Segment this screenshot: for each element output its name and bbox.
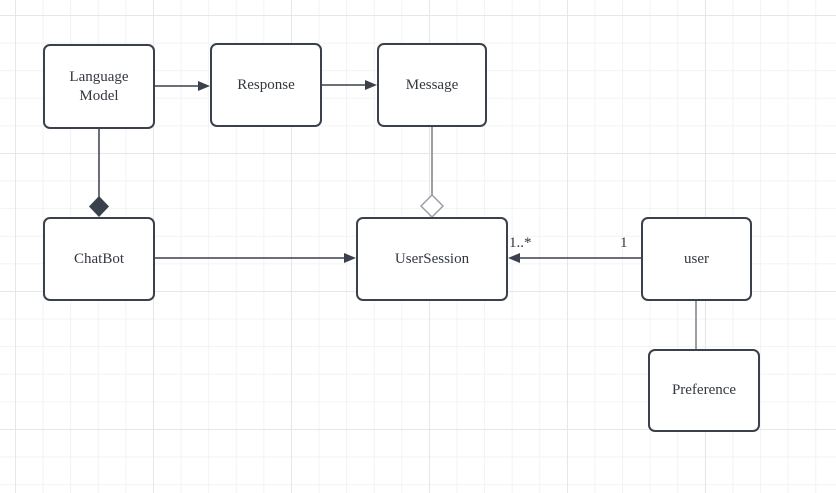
node-response[interactable]: Response	[210, 43, 322, 127]
edge-languagemodel-chatbot[interactable]	[89, 129, 109, 217]
composition-diamond-icon	[89, 196, 109, 217]
arrowhead	[365, 80, 377, 90]
edge-user-usersession[interactable]	[508, 253, 641, 263]
edge-languagemodel-response[interactable]	[155, 81, 210, 91]
node-label: UserSession	[394, 250, 470, 267]
node-user[interactable]: user	[641, 217, 752, 301]
arrowhead	[344, 253, 356, 263]
node-label: Preference	[671, 382, 737, 398]
node-chatbot[interactable]: ChatBot	[43, 217, 155, 301]
node-preference[interactable]: Preference	[648, 349, 760, 432]
node-usersession[interactable]: UserSession	[356, 217, 508, 301]
node-label: Response	[237, 76, 295, 93]
arrowhead	[508, 253, 520, 263]
arrowhead	[198, 81, 210, 91]
edge-message-usersession[interactable]	[419, 127, 445, 219]
multiplicity-label-user-end: 1	[620, 235, 628, 251]
edge-response-message[interactable]	[322, 80, 377, 90]
aggregation-diamond-icon	[419, 193, 445, 219]
edge-chatbot-usersession[interactable]	[155, 253, 356, 263]
node-label: Language Model	[69, 68, 129, 104]
node-label: user	[684, 250, 709, 267]
node-label: ChatBot	[73, 250, 124, 267]
multiplicity-label-usersession-end: 1..*	[509, 235, 532, 251]
node-message[interactable]: Message	[377, 43, 487, 127]
node-language-model[interactable]: Language Model	[43, 44, 155, 129]
node-label: Message	[405, 76, 459, 93]
